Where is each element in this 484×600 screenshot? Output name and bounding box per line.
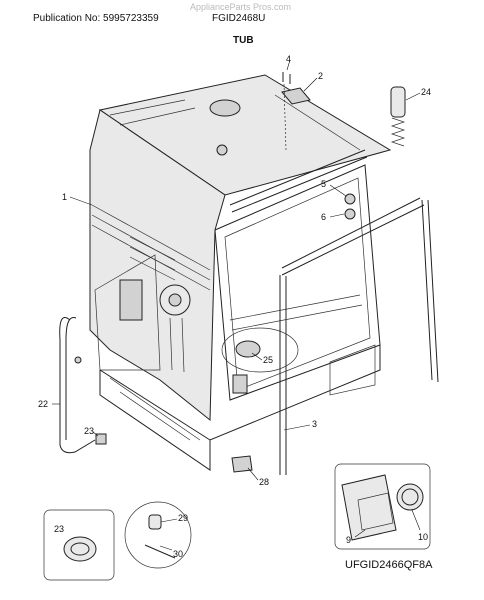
sump-bracket	[232, 374, 248, 394]
watermark: ApplianceParts Pros.com	[190, 2, 292, 12]
callout-29: 29	[178, 513, 188, 523]
callout-22: 22	[38, 399, 48, 409]
section-title: TUB	[233, 35, 254, 46]
sump-outline	[221, 327, 299, 373]
callout-28: 28	[259, 477, 269, 487]
part-25-component	[235, 340, 261, 358]
part-24-tube	[390, 86, 406, 118]
callout-5: 5	[321, 179, 326, 189]
callout-9: 9	[346, 535, 351, 545]
callout-4: 4	[286, 54, 291, 64]
inset-panel-23	[43, 509, 115, 581]
part-4-screws	[282, 72, 291, 84]
callout-6: 6	[321, 212, 326, 222]
callout-3: 3	[312, 419, 317, 429]
side-bracket	[119, 279, 143, 321]
callout-30: 30	[173, 549, 183, 559]
part-29-cap	[148, 514, 162, 530]
part-23-clamp	[95, 433, 107, 445]
part-6-grommet	[344, 208, 356, 220]
part-24-spring	[390, 117, 406, 147]
callout-23b: 23	[54, 524, 64, 534]
callout-24: 24	[421, 87, 431, 97]
tub-left-side	[89, 109, 226, 422]
part-22-drain-hose	[59, 317, 96, 454]
part-2-bracket	[281, 87, 311, 105]
part-5-grommet	[344, 193, 356, 205]
part-3-door-gasket	[279, 197, 439, 475]
callout-1: 1	[62, 192, 67, 202]
tub-base	[99, 345, 381, 471]
part-10-ring	[396, 483, 424, 511]
model-number: FGID2468U	[212, 13, 266, 24]
callout-10: 10	[418, 532, 428, 542]
part-30-wire	[144, 544, 176, 559]
inset-panel-9-10	[334, 463, 431, 550]
part-23-detail	[63, 536, 97, 562]
callout-25: 25	[263, 355, 273, 365]
inset-circle-29-30	[124, 501, 192, 569]
publication-number: Publication No: 5995723359	[33, 13, 159, 24]
top-vent-opening	[209, 99, 241, 117]
part-9-label	[341, 474, 397, 541]
drawing-id: UFGID2466QF8A	[345, 559, 433, 571]
callout-23a: 23	[84, 426, 94, 436]
part-28-bracket	[231, 455, 253, 473]
callout-2: 2	[318, 71, 323, 81]
